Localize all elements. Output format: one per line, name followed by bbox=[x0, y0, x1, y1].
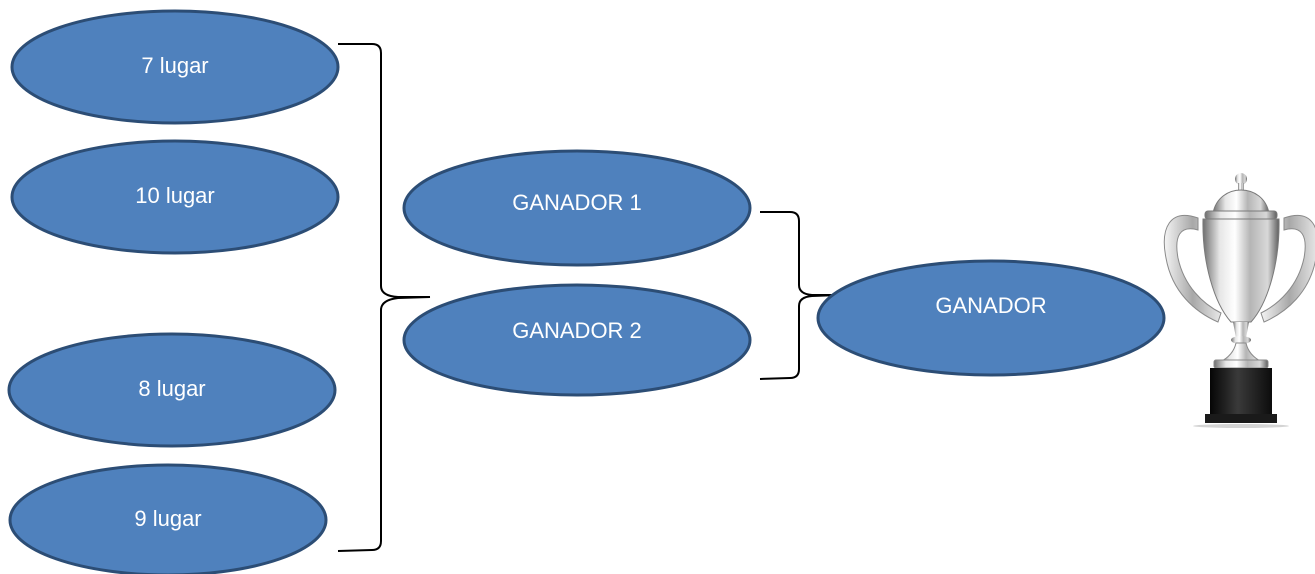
node-7-lugar-label: 7 lugar bbox=[141, 53, 208, 78]
left-bracket bbox=[337, 43, 431, 552]
node-7-lugar: 7 lugar bbox=[10, 9, 340, 125]
node-ganador-final-label: GANADOR bbox=[935, 293, 1046, 318]
right-bracket bbox=[759, 211, 841, 380]
node-ganador-2: GANADOR 2 bbox=[402, 283, 752, 397]
trophy-icon bbox=[1163, 173, 1315, 428]
node-ganador-1: GANADOR 1 bbox=[402, 149, 752, 267]
node-ganador-2-label: GANADOR 2 bbox=[512, 318, 642, 343]
node-ganador-final: GANADOR bbox=[816, 259, 1166, 377]
node-8-lugar-label: 8 lugar bbox=[138, 376, 205, 401]
node-9-lugar-label: 9 lugar bbox=[134, 506, 201, 531]
node-10-lugar: 10 lugar bbox=[10, 139, 340, 255]
node-10-lugar-label: 10 lugar bbox=[135, 183, 215, 208]
node-8-lugar: 8 lugar bbox=[7, 332, 337, 448]
node-9-lugar: 9 lugar bbox=[8, 463, 328, 574]
node-ganador-1-label: GANADOR 1 bbox=[512, 190, 642, 215]
